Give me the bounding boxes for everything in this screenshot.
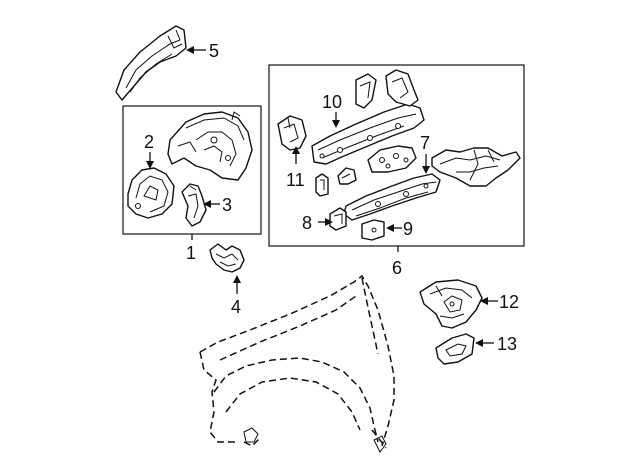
part-5-apron-reinforcement[interactable] xyxy=(115,25,187,101)
rail-bracket-upper-right[interactable] xyxy=(385,69,419,107)
fender-outline xyxy=(199,274,395,449)
callout-5: 5 xyxy=(209,41,219,61)
rail-small-bracket[interactable] xyxy=(337,167,357,185)
part-9-plate[interactable] xyxy=(361,219,385,241)
callout-8: 8 xyxy=(302,213,312,233)
part-13-bracket[interactable] xyxy=(435,333,475,365)
part-1-apron-panel[interactable] xyxy=(167,111,253,181)
callout-2: 2 xyxy=(144,132,154,152)
assembly-box-6 xyxy=(268,64,525,247)
callout-10: 10 xyxy=(322,92,342,112)
part-11-bracket[interactable] xyxy=(277,115,307,151)
rail-bracket-upper-left[interactable] xyxy=(355,73,377,109)
rail-frame-extension[interactable] xyxy=(431,147,521,187)
callout-4: 4 xyxy=(231,297,241,317)
part-8-spacer[interactable] xyxy=(329,207,347,231)
part-12-support[interactable] xyxy=(419,279,483,329)
callout-12: 12 xyxy=(499,292,519,312)
part-3-bracket[interactable] xyxy=(181,183,207,227)
callout-7: 7 xyxy=(420,133,430,153)
callout-6: 6 xyxy=(392,258,402,278)
callout-13: 13 xyxy=(497,334,517,354)
part-10-upper-rail[interactable] xyxy=(311,103,425,165)
callout-9: 9 xyxy=(403,219,413,239)
part-4-bracket[interactable] xyxy=(209,243,245,273)
fender-clip xyxy=(243,427,387,453)
rail-reinforcement-plate[interactable] xyxy=(367,145,417,173)
callout-11: 11 xyxy=(286,170,305,190)
callout-3: 3 xyxy=(222,195,232,215)
part-7-lower-rail[interactable] xyxy=(343,173,441,221)
part-2-bracket[interactable] xyxy=(127,167,175,219)
rail-small-clip[interactable] xyxy=(315,173,329,197)
callout-1: 1 xyxy=(186,243,196,263)
